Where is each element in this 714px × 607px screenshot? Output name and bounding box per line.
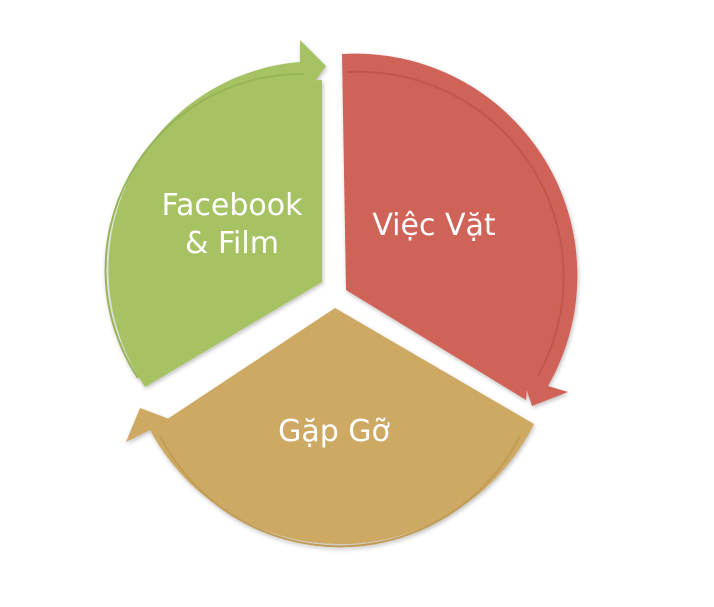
segment-viec-vat [342, 53, 578, 407]
segment-gap-go [126, 308, 534, 548]
segment-facebook-film-shape [108, 40, 326, 387]
segment-facebook-film-highlight [104, 72, 305, 379]
segment-gap-go-shape [126, 308, 534, 545]
segment-viec-vat-shape [342, 53, 578, 407]
segment-label-facebook-film: Facebook & Film [161, 188, 303, 261]
segment-facebook-film [104, 40, 326, 387]
segment-label-gap-go: Gặp Gỡ [278, 414, 390, 449]
segment-viec-vat-highlight [347, 70, 565, 377]
segment-gap-go-highlight [159, 435, 521, 548]
segment-label-viec-vat: Việc Vặt [372, 208, 496, 243]
